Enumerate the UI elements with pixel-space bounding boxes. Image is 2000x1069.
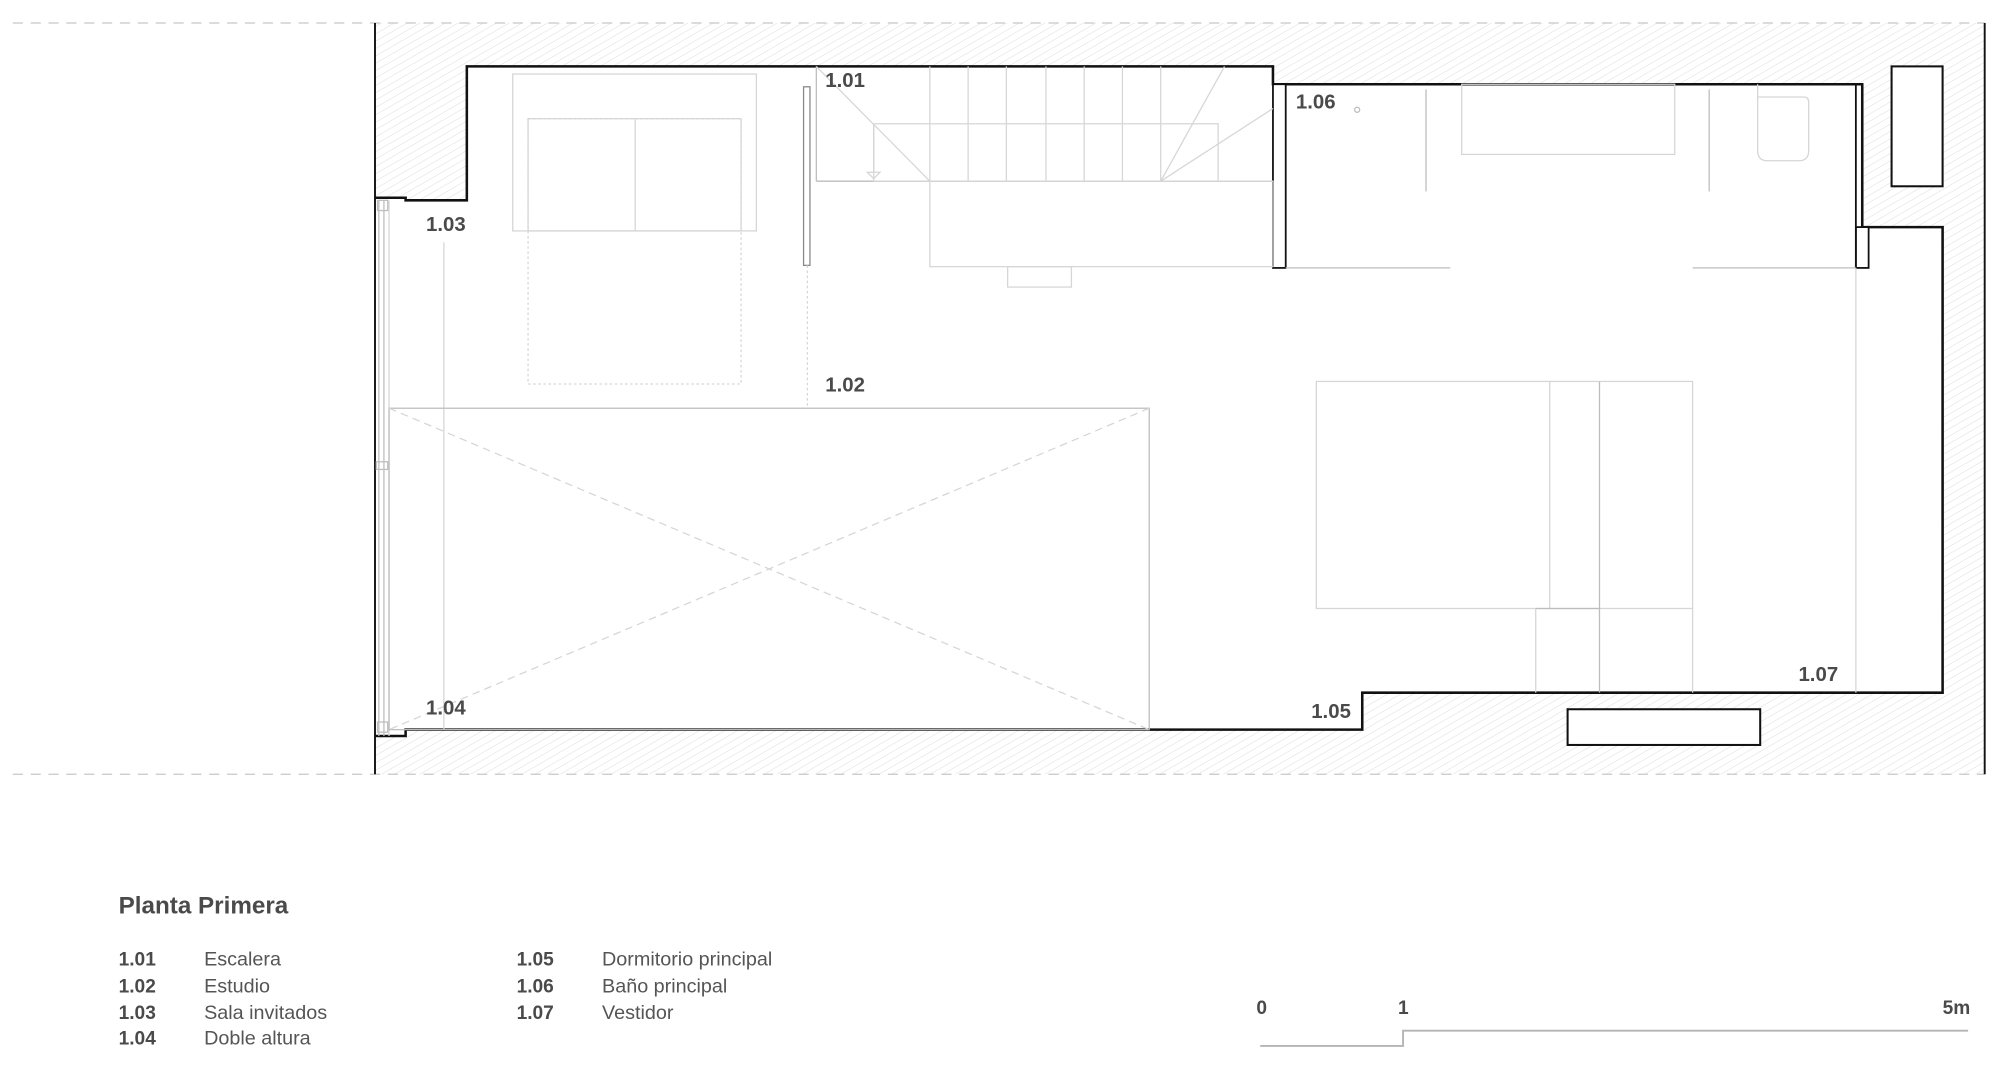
legend-title: Planta Primera — [119, 892, 289, 919]
partition-bath-left — [1272, 83, 1287, 269]
partition-stair — [802, 86, 811, 267]
bathroom-fixtures — [1285, 83, 1856, 269]
legend-name: Dormitorio principal — [602, 949, 772, 971]
legend-code: 1.03 — [119, 1003, 156, 1024]
scale-label-0: 0 — [1256, 998, 1267, 1019]
room-label-1-05: 1.05 — [1311, 701, 1351, 723]
double-height-void — [388, 407, 1150, 731]
legend-code: 1.04 — [119, 1029, 157, 1050]
legend-code: 1.06 — [517, 976, 554, 997]
legend-name: Baño principal — [602, 975, 727, 997]
master-bed — [1315, 267, 1857, 693]
scale-label-5m: 5m — [1943, 998, 1971, 1019]
room-label-1-01: 1.01 — [825, 70, 865, 92]
legend-name: Sala invitados — [204, 1002, 327, 1024]
scale-label-1: 1 — [1398, 998, 1409, 1019]
room-label-1-07: 1.07 — [1798, 664, 1838, 686]
room-label-1-03: 1.03 — [426, 214, 466, 236]
legend-code: 1.01 — [119, 950, 157, 971]
legend-code: 1.02 — [119, 976, 156, 997]
wall-hatch — [375, 23, 1985, 775]
legend-code: 1.05 — [517, 950, 555, 971]
legend-code: 1.07 — [517, 1003, 554, 1024]
legend-name: Estudio — [204, 975, 270, 997]
legend-name: Escalera — [204, 949, 281, 971]
partition-bath-right — [1854, 226, 1870, 269]
chimney-shaft — [1890, 65, 1944, 188]
room-outline — [375, 65, 1944, 738]
legend-name: Vestidor — [602, 1002, 674, 1024]
guest-sofa-bed — [443, 73, 809, 730]
room-label-1-02: 1.02 — [825, 375, 865, 397]
legend-name: Doble altura — [204, 1028, 311, 1050]
bottom-shaft — [1566, 708, 1762, 746]
window-left — [375, 199, 390, 737]
scale-bar: 0 1 5m — [1256, 998, 1971, 1047]
room-label-1-06: 1.06 — [1296, 91, 1336, 113]
room-label-1-04: 1.04 — [426, 697, 466, 719]
staircase — [815, 65, 1274, 288]
legend-list: 1.01 Escalera 1.02 Estudio 1.03 Sala inv… — [119, 949, 773, 1050]
